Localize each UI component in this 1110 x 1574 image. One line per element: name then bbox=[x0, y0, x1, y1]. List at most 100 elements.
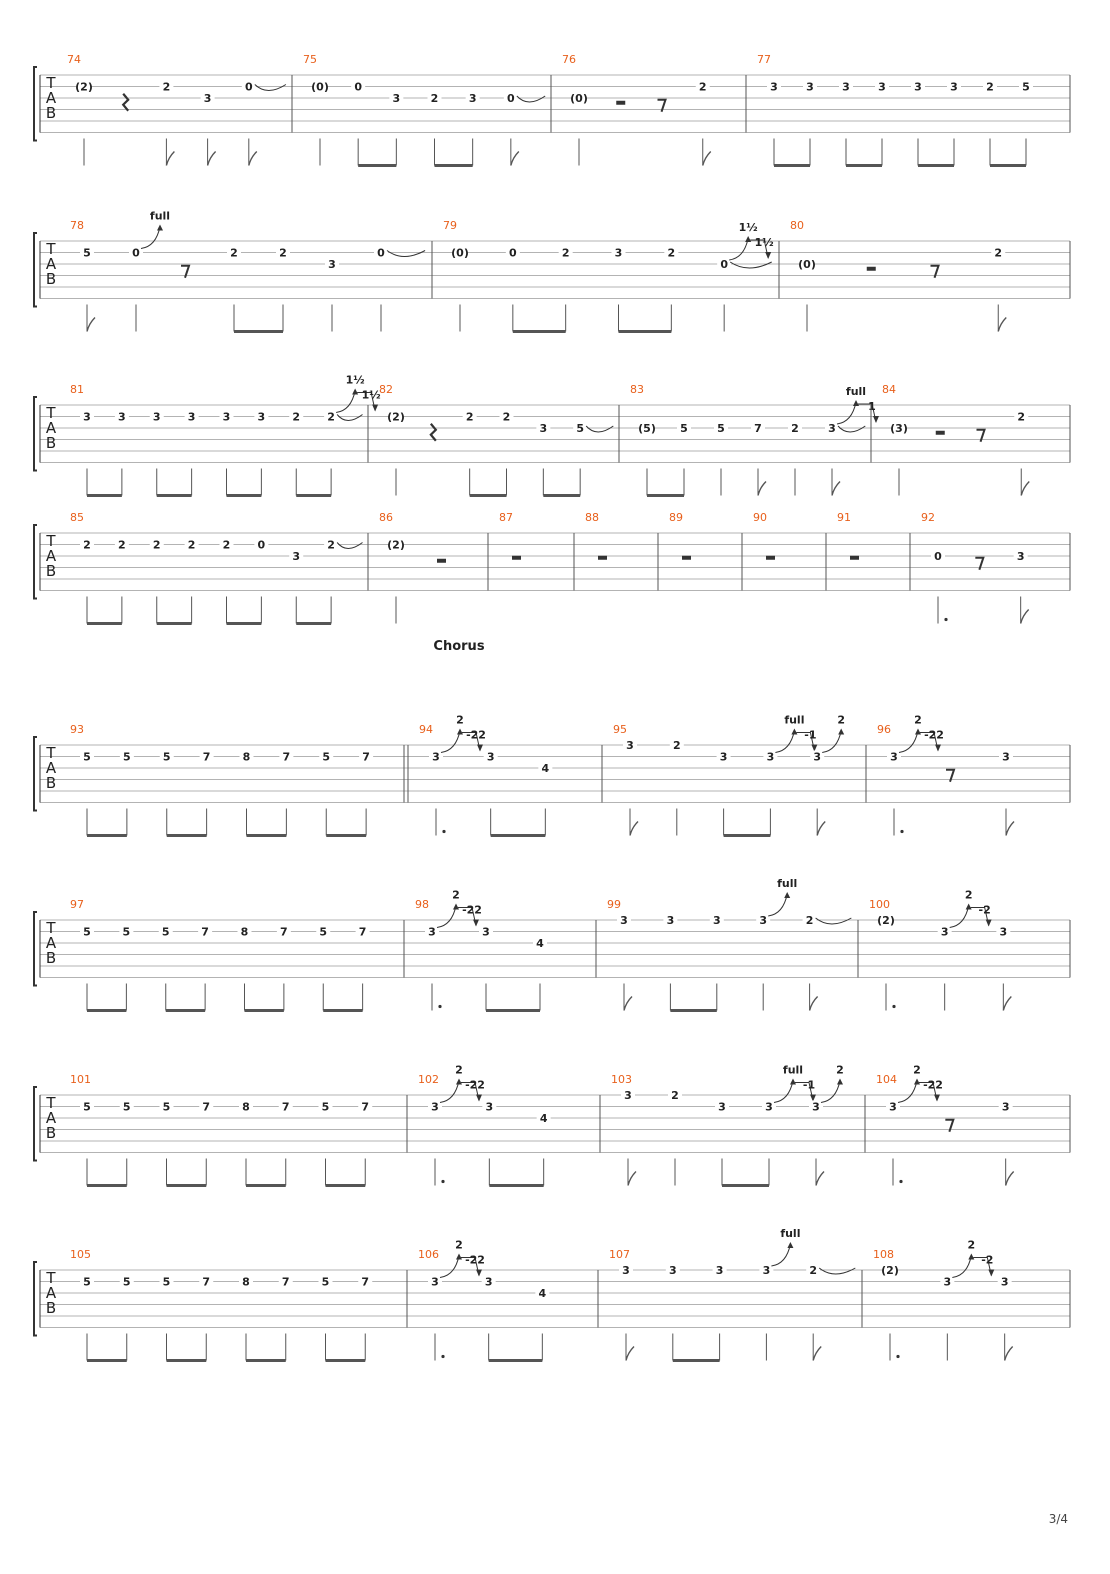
fret-knockout bbox=[806, 1264, 821, 1277]
release-arrowhead bbox=[935, 744, 941, 752]
fret-number: 2 bbox=[83, 539, 91, 552]
fret-number: 3 bbox=[428, 926, 436, 939]
measure-number: 83 bbox=[630, 383, 644, 396]
bend-amount: 2 bbox=[836, 1064, 844, 1077]
fret-number: 8 bbox=[242, 1276, 250, 1289]
fret-number: 5 bbox=[322, 751, 330, 764]
whole-rest bbox=[850, 555, 859, 560]
fret-knockout bbox=[1013, 550, 1028, 563]
fret-number: 0 bbox=[258, 539, 266, 552]
fret-number: 0 bbox=[354, 81, 362, 94]
fret-knockout bbox=[665, 1264, 680, 1277]
duration-dot bbox=[944, 617, 948, 622]
measure-number: 76 bbox=[562, 53, 576, 66]
bend-amount: 2 bbox=[455, 1239, 463, 1252]
bend-amount: 2 bbox=[968, 1239, 976, 1252]
fret-knockout bbox=[199, 1100, 214, 1114]
measure-number: 87 bbox=[499, 511, 513, 524]
note-flag bbox=[757, 481, 767, 496]
bend-arrowhead bbox=[787, 1242, 794, 1248]
fret-number: 3 bbox=[828, 422, 836, 435]
fret-knockout bbox=[219, 410, 234, 424]
duration-dot bbox=[896, 1354, 900, 1359]
fret-number: 5 bbox=[123, 751, 131, 764]
note-flag bbox=[625, 1346, 635, 1361]
system-bracket bbox=[33, 66, 37, 142]
fret-knockout bbox=[751, 422, 765, 435]
fret-number: 7 bbox=[282, 1101, 290, 1114]
note-flag bbox=[86, 317, 96, 332]
bend-arrowhead bbox=[157, 224, 163, 231]
fret-number: 3 bbox=[763, 1264, 771, 1277]
measure-number: 78 bbox=[70, 219, 84, 232]
bend-arrowhead bbox=[915, 728, 921, 735]
measure-number: 92 bbox=[921, 511, 935, 524]
release-arrowhead bbox=[765, 252, 772, 259]
measure-number: 74 bbox=[67, 53, 81, 66]
fret-number: (0) bbox=[798, 258, 816, 271]
fret-number: 3 bbox=[540, 422, 548, 435]
fret-knockout bbox=[892, 422, 906, 435]
bend-amount: 2 bbox=[913, 1064, 921, 1077]
fret-knockout bbox=[839, 80, 853, 94]
note-flag bbox=[702, 151, 712, 166]
fret-number: 2 bbox=[806, 914, 814, 927]
fret-knockout bbox=[1014, 410, 1029, 424]
tie-arc bbox=[837, 425, 866, 433]
fret-knockout bbox=[558, 246, 573, 260]
fret-knockout bbox=[325, 258, 339, 271]
fret-knockout bbox=[374, 246, 388, 260]
fret-knockout bbox=[875, 80, 889, 94]
measure-number: 108 bbox=[873, 1248, 894, 1261]
eighth-rest bbox=[945, 1118, 955, 1133]
release-amount: -1 bbox=[804, 729, 816, 742]
fret-knockout bbox=[763, 750, 778, 764]
release-arrowhead bbox=[873, 416, 879, 423]
tab-clef-letter: A bbox=[46, 419, 57, 437]
fret-number: 7 bbox=[201, 926, 209, 939]
release-amount: -22 bbox=[924, 729, 944, 742]
tab-clef-letter: T bbox=[45, 1269, 56, 1287]
note-flag bbox=[206, 151, 217, 166]
fret-number: 3 bbox=[431, 1276, 439, 1289]
note-flag bbox=[248, 151, 258, 166]
tab-clef-letter: T bbox=[45, 532, 56, 550]
bend-amount: 2 bbox=[456, 714, 464, 727]
bend-arrowhead bbox=[784, 892, 791, 898]
duration-dot bbox=[441, 1179, 445, 1184]
tab-clef-letter: B bbox=[46, 434, 56, 452]
tab-clef-letter: B bbox=[46, 774, 56, 792]
fret-number: 3 bbox=[842, 81, 850, 94]
fret-number: 2 bbox=[699, 81, 707, 94]
tab-clef-letter: A bbox=[46, 547, 57, 565]
tab-clef-letter: T bbox=[45, 744, 56, 762]
fret-knockout bbox=[668, 1089, 682, 1102]
measure-number: 107 bbox=[609, 1248, 630, 1261]
fret-knockout bbox=[159, 750, 174, 764]
fret-knockout bbox=[149, 538, 164, 552]
fret-knockout bbox=[80, 925, 94, 939]
fret-knockout bbox=[241, 80, 256, 94]
system-bracket bbox=[33, 911, 37, 987]
fret-knockout bbox=[254, 538, 269, 552]
fret-number: 2 bbox=[466, 411, 474, 424]
measure-number: 103 bbox=[611, 1073, 632, 1086]
fret-knockout bbox=[114, 538, 129, 552]
fret-knockout bbox=[77, 80, 91, 94]
bend-amount: full bbox=[846, 385, 866, 398]
fret-number: 3 bbox=[487, 751, 495, 764]
system-bracket bbox=[33, 524, 37, 600]
tie-arc bbox=[729, 261, 772, 269]
fret-knockout bbox=[119, 1100, 134, 1114]
bend-arrow bbox=[440, 730, 461, 753]
fret-knockout bbox=[803, 80, 817, 94]
bend-arrow bbox=[820, 1080, 841, 1103]
fret-number: 7 bbox=[282, 1276, 290, 1289]
bend-arrowhead bbox=[457, 728, 463, 735]
fret-number: 3 bbox=[718, 1101, 726, 1114]
fret-number: 0 bbox=[132, 247, 140, 260]
release-amount: -22 bbox=[462, 904, 482, 917]
fret-number: 2 bbox=[671, 1089, 679, 1102]
fret-number: 4 bbox=[539, 1287, 547, 1300]
fret-knockout bbox=[482, 1100, 497, 1114]
